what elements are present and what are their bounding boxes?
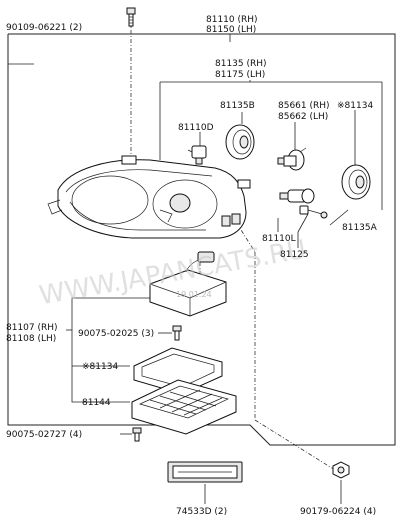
part-number-labels: 90109-06221 (2) 81110 (RH) 81150 (LH) 81… [6, 15, 378, 517]
headlamp-housing-icon [47, 155, 251, 239]
part-label-90179-06224[interactable]: 90179-06224 (4) [300, 507, 376, 517]
bulb-81110l-icon [279, 188, 315, 204]
part-label-81134-mid[interactable]: ※81134 [82, 362, 118, 372]
part-label-81144[interactable]: 81144 [82, 398, 111, 408]
screw-90075-02727-icon [132, 427, 142, 442]
screw-90109-icon [126, 7, 136, 27]
part-label-81134-top[interactable]: ※81134 [337, 101, 373, 111]
part-label-85662-lh[interactable]: 85662 (LH) [278, 112, 328, 122]
part-label-81135b[interactable]: 81135B [220, 101, 255, 111]
part-label-81110-rh[interactable]: 81110 (RH) [206, 15, 258, 25]
leader-lines [66, 16, 383, 471]
part-label-90075-02025[interactable]: 90075-02025 (3) [78, 329, 154, 339]
part-label-90075-02727[interactable]: 90075-02727 (4) [6, 430, 82, 440]
part-label-81107-rh[interactable]: 81107 (RH) [6, 323, 58, 333]
bulb-85661-icon [277, 147, 307, 171]
label-74533d-icon [167, 461, 243, 483]
part-label-81110d[interactable]: 81110D [178, 123, 214, 133]
ballast-81107-icon [149, 251, 227, 317]
part-label-81110l[interactable]: 81110L [262, 234, 296, 244]
bottom-leaders [8, 63, 342, 504]
screw-90075-02025-icon [172, 325, 182, 341]
watermark-date: 19.01.24 [176, 290, 212, 299]
part-label-81135a[interactable]: 81135A [342, 223, 378, 233]
part-label-74533d[interactable]: 74533D (2) [176, 507, 227, 517]
assembly-frame [7, 33, 396, 446]
nut-90179-icon [332, 461, 350, 479]
part-label-81125[interactable]: 81125 [280, 250, 309, 260]
part-label-85661-rh[interactable]: 85661 (RH) [278, 101, 330, 111]
cap-81135b-icon [225, 124, 255, 160]
part-label-90109-06221[interactable]: 90109-06221 (2) [6, 23, 82, 33]
part-label-81135-rh[interactable]: 81135 (RH) [215, 59, 267, 69]
socket-81125-icon [299, 205, 328, 219]
part-label-81150-lh[interactable]: 81150 (LH) [206, 25, 256, 35]
part-label-81175-lh[interactable]: 81175 (LH) [215, 70, 265, 80]
cover-81144-icon [131, 379, 237, 435]
part-label-81108-lh[interactable]: 81108 (LH) [6, 334, 56, 344]
socket-81110d-icon [187, 145, 207, 165]
gasket-81134-icon [133, 347, 223, 395]
ring-81134-icon [341, 164, 371, 200]
